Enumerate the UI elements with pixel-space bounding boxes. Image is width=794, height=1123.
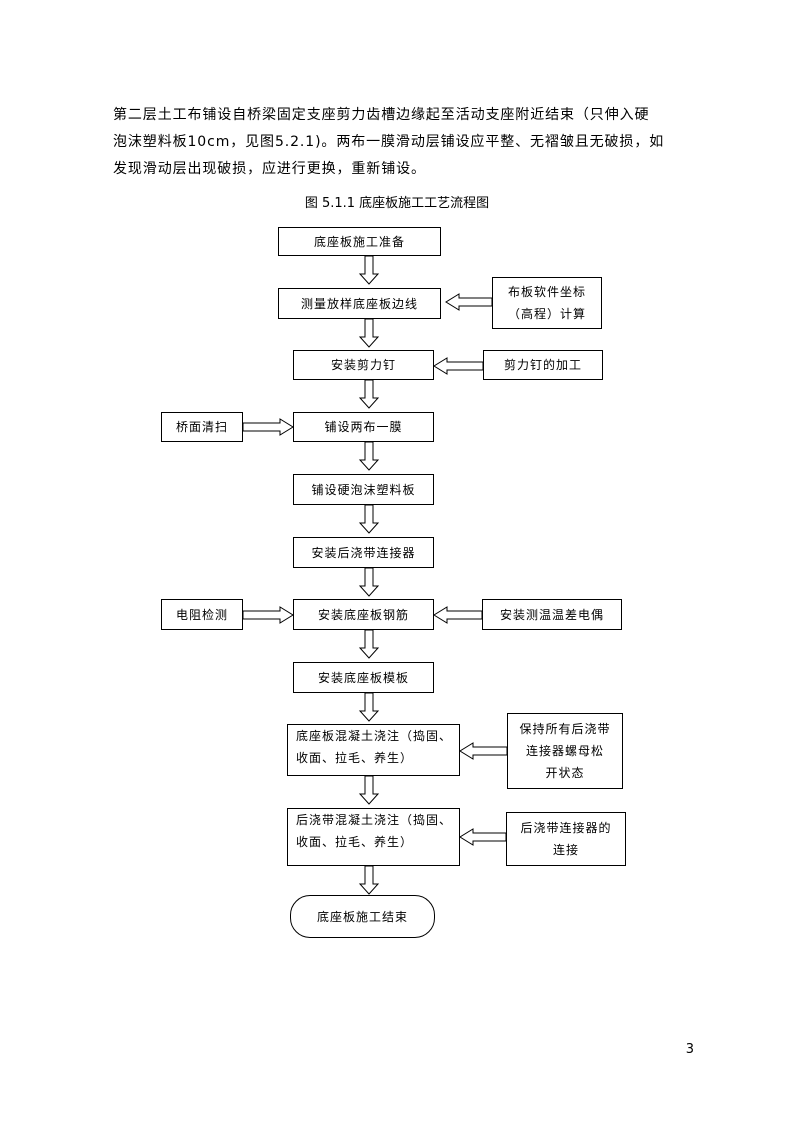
right-arrow [242, 606, 294, 624]
step-label-line-2: 收面、拉毛、养生） [296, 835, 414, 849]
left-arrow [433, 357, 484, 375]
side-coordinate-calc: 布板软件坐标 （高程）计算 [492, 277, 602, 329]
step-slab-concrete: 底座板混凝土浇注（捣固、 收面、拉毛、养生） [287, 724, 460, 776]
side-label-line-1: 布板软件坐标 [507, 285, 586, 299]
side-label-line-2: （高程）计算 [507, 307, 586, 321]
step-label-line-2: 收面、拉毛、养生） [296, 751, 414, 765]
step-connector: 安装后浇带连接器 [293, 537, 434, 568]
step-label: 安装剪力钉 [330, 358, 396, 372]
side-label-line-2: 连接器螺母松 [525, 744, 604, 758]
down-arrow [359, 692, 379, 722]
step-label: 底座板施工准备 [313, 234, 405, 249]
down-arrow [359, 865, 379, 895]
step-formwork: 安装底座板模板 [293, 662, 434, 693]
down-arrow [359, 629, 379, 659]
step-label-line-1: 后浇带混凝土浇注（捣固、 [296, 813, 453, 827]
side-thermocouple: 安装测温温差电偶 [482, 599, 622, 630]
step-label: 测量放样底座板边线 [300, 296, 418, 311]
step-label: 安装底座板模板 [317, 670, 409, 685]
side-label: 安装测温温差电偶 [499, 607, 604, 622]
down-arrow [359, 504, 379, 534]
side-label-line-2: 连接 [552, 843, 579, 857]
step-label: 铺设两布一膜 [324, 420, 403, 434]
page-number: 3 [685, 1042, 694, 1057]
side-connector-linking: 后浇带连接器的 连接 [506, 812, 626, 866]
step-shear-nail: 安装剪力钉 [293, 350, 434, 380]
step-post-pour-concrete: 后浇带混凝土浇注（捣固、 收面、拉毛、养生） [287, 808, 460, 866]
paragraph-line-2: 泡沫塑料板10cm，见图5.2.1)。两布一膜滑动层铺设应平整、无褶皱且无破损，… [113, 134, 665, 150]
side-label-line-3: 开状态 [545, 766, 585, 780]
down-arrow [359, 318, 379, 348]
step-membrane: 铺设两布一膜 [293, 412, 434, 442]
side-label-line-1: 保持所有后浇带 [519, 722, 611, 736]
left-arrow [459, 828, 507, 846]
side-deck-cleaning: 桥面清扫 [161, 412, 243, 442]
step-survey: 测量放样底座板边线 [278, 288, 441, 319]
down-arrow [359, 441, 379, 471]
figure-caption: 图 5.1.1 底座板施工工艺流程图 [304, 196, 490, 211]
step-foam-board: 铺设硬泡沫塑料板 [293, 474, 434, 505]
step-end: 底座板施工结束 [290, 895, 435, 938]
paragraph-line-3: 发现滑动层出现破损，应进行更换，重新铺设。 [113, 161, 426, 177]
step-label-line-1: 底座板混凝土浇注（捣固、 [296, 729, 453, 743]
side-keep-nuts-loose: 保持所有后浇带 连接器螺母松 开状态 [507, 713, 623, 789]
step-label: 铺设硬泡沫塑料板 [311, 482, 416, 497]
side-label-line-1: 后浇带连接器的 [520, 821, 612, 835]
step-label: 底座板施工结束 [316, 909, 408, 924]
left-arrow [433, 606, 483, 624]
side-resistance-test: 电阻检测 [161, 599, 243, 630]
paragraph-line-1: 第二层土工布铺设自桥梁固定支座剪力齿槽边缘起至活动支座附近结束（只伸入硬 [113, 107, 650, 123]
step-rebar: 安装底座板钢筋 [293, 599, 434, 630]
body-paragraph: 第二层土工布铺设自桥梁固定支座剪力齿槽边缘起至活动支座附近结束（只伸入硬 泡沫塑… [113, 102, 698, 183]
left-arrow [459, 742, 508, 760]
side-label: 桥面清扫 [175, 420, 228, 434]
step-label: 安装底座板钢筋 [317, 607, 409, 622]
left-arrow [445, 293, 493, 311]
side-label: 剪力钉的加工 [503, 358, 582, 372]
step-label: 安装后浇带连接器 [311, 545, 416, 560]
down-arrow [359, 775, 379, 805]
step-prepare: 底座板施工准备 [278, 227, 441, 256]
right-arrow [242, 418, 294, 436]
side-label: 电阻检测 [175, 607, 228, 622]
down-arrow [359, 255, 379, 285]
down-arrow [359, 567, 379, 597]
side-nail-processing: 剪力钉的加工 [483, 350, 603, 380]
down-arrow [359, 379, 379, 409]
